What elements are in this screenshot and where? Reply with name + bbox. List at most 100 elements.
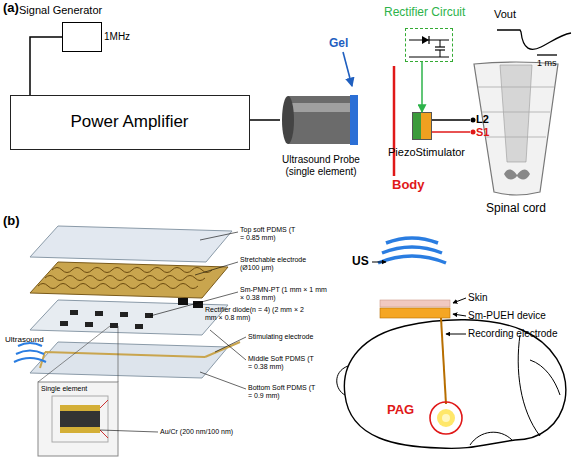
figure-label: Stimulating electrode [248,333,328,341]
figure-label: Gel [329,37,359,51]
ultrasound-probe-outline [280,90,360,150]
figure-label: Body [392,178,432,193]
piezo-element [70,310,78,315]
circuit-wire [409,57,449,58]
wire-label: L2 [476,113,500,126]
figure-label: Stretchable electrode (Ø100 μm) [240,256,318,272]
electrode-layer [30,262,228,298]
pag-target-outline [429,401,463,435]
vertebra-line [482,112,551,113]
electrode-pointer [446,334,466,335]
figure-label: Middle Soft PDMS (T = 0.38 mm) [248,355,318,371]
serpentine-wire [52,268,212,273]
figure-label: Bottom Soft PDMS (T = 0.9 mm) [248,384,318,400]
us-pointer [372,262,386,263]
body-line [393,66,396,176]
piezo-element [135,324,143,329]
gray-matter [504,169,530,179]
leader-line [200,372,246,389]
probe-end [282,96,294,144]
vertebra-line [478,87,554,88]
leader-line [195,262,238,275]
pdms-layer [30,226,232,262]
figure-label: Top soft PDMS (T = 0.85 mm) [240,226,296,242]
inset-wire [100,400,108,438]
connector [432,131,470,133]
piezo-element [60,321,68,326]
leader-line [215,337,246,352]
node-label: Signal Generator [19,4,149,17]
figure-label: Ultrasound [5,335,60,344]
gold-layer [60,405,100,411]
node-label: Ultrasound Probe (single element) [275,154,367,177]
node-label: Rectifier Circuit [384,6,494,20]
recording-electrode [441,318,446,404]
pdms-layer [30,342,228,378]
figure-label: Single element [41,385,111,393]
figure-label: Rectifier diode(n = 4) (2 mm × 2 mm × 0.… [205,306,305,322]
electrode-dot [471,118,476,123]
vout-waveform [497,30,571,49]
diode-chip [178,298,188,305]
figure-label: (b) [3,214,33,229]
connector [250,119,280,121]
brain-fold [337,335,560,445]
zoom-line [38,326,110,382]
figure-label: (a) [3,1,33,16]
ultrasound-probe: Ultrasound Probe (single element) [280,90,360,150]
figure-label: Recording electrode [468,328,573,340]
serpentine-wire [38,284,198,289]
node-label: Power Amplifier [11,112,248,132]
target-circle [430,402,462,434]
circuit-wire [440,40,441,47]
pag-target: PAG [429,401,463,435]
figure-label: Sm-PMN-PT (1 mm × 1 mm × 0.38 mm) [240,286,332,302]
electrode-dot [471,130,476,135]
vertebra-line [485,137,546,138]
scale-bar [537,54,557,55]
gel-layer [350,95,358,145]
inset-box [52,396,108,442]
gold-layer [60,427,100,433]
connector [30,37,62,95]
node-label: Spinal cord [470,202,562,216]
pdms-layer [30,300,228,335]
ultrasound-waves [14,343,46,362]
diode-symbol [422,36,429,44]
connector [432,119,470,121]
stimulating-electrode [40,342,240,368]
rectifier-box: Rectifier Circuit [405,28,453,62]
figure-label: Au/Cr (200 nm/100 nm) [160,428,270,436]
circuit-wire [440,50,441,57]
piezo-element [120,312,128,317]
signal-generator: Signal Generator [62,22,102,52]
gel-pointer [343,52,352,86]
connector [421,62,423,112]
leader-line [200,232,238,240]
ultrasound-waves [378,238,446,263]
wire-label: S1 [476,126,500,139]
piezo-element [110,323,118,328]
node-label: PiezoStimulator [388,146,478,159]
skin-band [380,300,450,307]
serpentine-wire [45,276,205,281]
probe-body [288,96,350,144]
leader-line [210,330,246,360]
zoom-line [118,326,119,382]
inset-frame [38,382,118,456]
leader-line [100,430,158,432]
brain-outline [344,320,565,449]
node-label: PAG [387,403,427,418]
diode-bar [428,36,429,44]
figure-label: Vout [494,8,534,21]
figure-label: Sm-PUEH device [468,310,568,322]
piezo-element [85,322,93,327]
device-pointer [453,314,466,316]
piezo-stimulator: PiezoStimulator [412,112,432,140]
probe-highlight [288,103,350,112]
piezo-layer [60,411,100,427]
device-band [380,308,450,318]
stim-core [442,414,450,422]
spinal-core [500,65,532,162]
